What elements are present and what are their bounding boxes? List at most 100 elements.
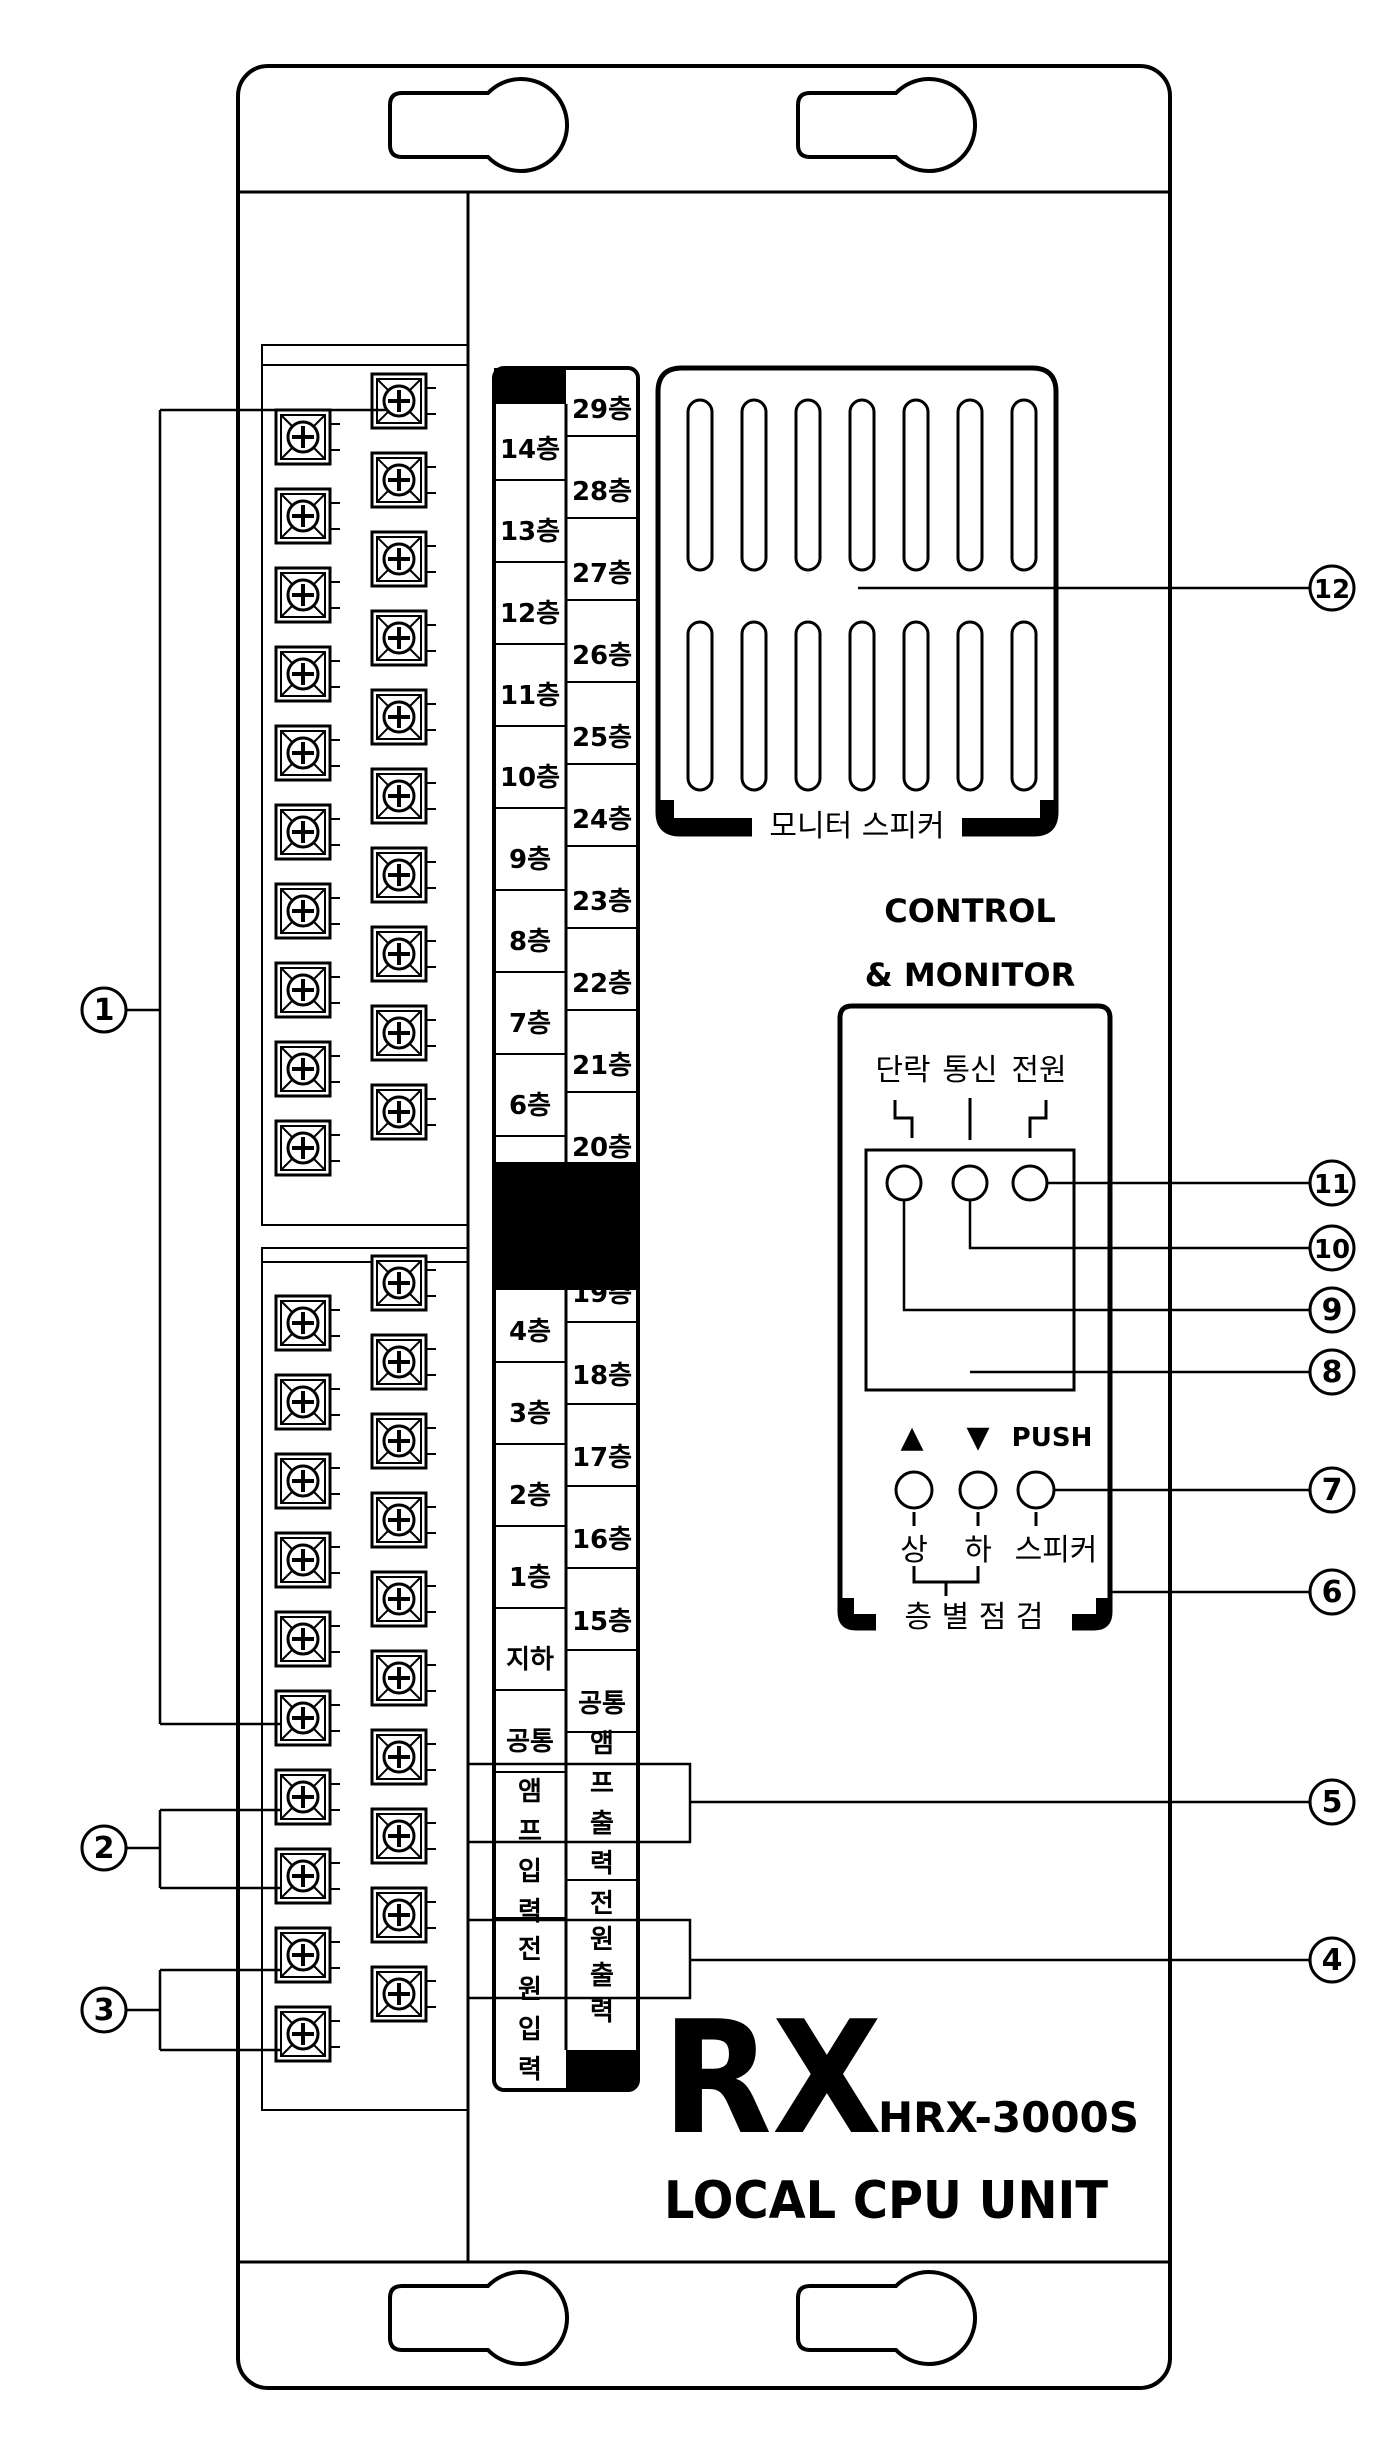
svg-text:10: 10 bbox=[1314, 1235, 1350, 1265]
screw-terminal bbox=[274, 1040, 340, 1098]
screw-terminal bbox=[274, 803, 340, 861]
callout-8: 8 bbox=[1308, 1348, 1356, 1396]
floor-label-left: 1층 bbox=[509, 1563, 551, 1593]
floor-label-right: 17층 bbox=[572, 1443, 632, 1473]
speaker-slot bbox=[740, 398, 768, 572]
floor-label-left: 5층 bbox=[509, 1173, 551, 1203]
unit-name: LOCAL CPU UNIT bbox=[664, 2171, 1108, 2231]
screw-terminal bbox=[370, 451, 436, 509]
callout-leaders bbox=[124, 408, 1312, 2052]
floor-label-right: 19층 bbox=[572, 1279, 632, 1309]
screw-terminal bbox=[370, 1728, 436, 1786]
button-label-up: 상 bbox=[900, 1533, 928, 1568]
screw-terminal bbox=[274, 1689, 340, 1747]
terminal-block-lower bbox=[261, 1247, 469, 2111]
label-strip bbox=[492, 366, 640, 2092]
button-label-speaker: 스피커 bbox=[1015, 1533, 1098, 1568]
speaker-slot bbox=[902, 398, 930, 572]
power-output-label: 전 bbox=[590, 1889, 614, 1919]
led-marker-power bbox=[1028, 1100, 1048, 1138]
screw-terminal bbox=[274, 724, 340, 782]
speaker-slot bbox=[1010, 398, 1038, 572]
floor-label-left: 12층 bbox=[500, 599, 560, 629]
svg-text:4: 4 bbox=[1322, 1943, 1343, 1978]
amp-input-label: 력 bbox=[518, 1897, 542, 1927]
control-panel: 층 별 점 검 단락 통신 전원 ▲ ▼ PUSH 상 하 스피커 bbox=[837, 1003, 1113, 1635]
screw-terminal bbox=[370, 372, 436, 430]
floor-label-right: 24층 bbox=[572, 805, 632, 835]
led-power bbox=[1011, 1164, 1049, 1202]
power-input-label: 원 bbox=[518, 1975, 542, 2005]
power-input-label: 입 bbox=[518, 2015, 542, 2045]
mount-hole-bottom-left bbox=[388, 2270, 569, 2366]
callout-6: 6 bbox=[1308, 1568, 1356, 1616]
screw-terminals bbox=[274, 372, 436, 2063]
speaker-slot bbox=[686, 398, 714, 572]
led-comm bbox=[951, 1164, 989, 1202]
floor-label-right: 공통 bbox=[578, 1689, 626, 1719]
floor-label-left: 7층 bbox=[509, 1009, 551, 1039]
power-output-label: 력 bbox=[590, 1997, 614, 2027]
push-label: PUSH bbox=[1012, 1423, 1093, 1453]
model-number: HRX-3000S bbox=[878, 2093, 1139, 2142]
callout-12: 12 bbox=[1308, 564, 1356, 612]
screw-terminal bbox=[370, 688, 436, 746]
speaker-slot bbox=[686, 620, 714, 792]
mount-hole-top-right bbox=[796, 77, 977, 173]
svg-text:11: 11 bbox=[1314, 1170, 1350, 1200]
screw-terminal bbox=[274, 961, 340, 1019]
callout-5: 5 bbox=[1308, 1778, 1356, 1826]
floor-label-left: 3층 bbox=[509, 1399, 551, 1429]
callout-4: 4 bbox=[1308, 1936, 1356, 1984]
floor-labels: 29층28층27층26층25층24층23층22층21층20층14층13층12층1… bbox=[494, 395, 638, 2085]
screw-terminal bbox=[370, 767, 436, 825]
mount-hole-bottom-right bbox=[796, 2270, 977, 2366]
control-title-line1: CONTROL bbox=[884, 892, 1056, 930]
led-label-short: 단락 bbox=[875, 1053, 930, 1088]
speaker-button[interactable] bbox=[1016, 1470, 1056, 1510]
floor-label-right: 29층 bbox=[572, 395, 632, 425]
screw-terminal bbox=[274, 1847, 340, 1905]
power-input-label: 력 bbox=[518, 2055, 542, 2085]
arrow-down-icon: ▼ bbox=[966, 1420, 989, 1455]
amp-input-label: 입 bbox=[518, 1857, 542, 1887]
callout-3: 3 bbox=[80, 1986, 128, 2034]
floor-label-right: 27층 bbox=[572, 559, 632, 589]
screw-terminal bbox=[370, 1083, 436, 1141]
mount-hole-top-left bbox=[388, 77, 569, 173]
power-input-label: 전 bbox=[518, 1935, 542, 1965]
floor-label-left: 지하 bbox=[506, 1645, 554, 1675]
led-label-power: 전원 bbox=[1011, 1053, 1066, 1088]
screw-terminal bbox=[274, 1926, 340, 1984]
svg-text:6: 6 bbox=[1322, 1575, 1343, 1610]
screw-terminal bbox=[274, 645, 340, 703]
screw-terminal bbox=[274, 1452, 340, 1510]
floor-label-left: 6층 bbox=[509, 1091, 551, 1121]
speaker-slot bbox=[1010, 620, 1038, 792]
arrow-up-icon: ▲ bbox=[900, 1420, 923, 1455]
power-output-label: 원 bbox=[590, 1925, 614, 1955]
led-short bbox=[885, 1164, 923, 1202]
brand-logo: RX bbox=[662, 1987, 882, 2169]
callout-7: 7 bbox=[1308, 1466, 1356, 1514]
floor-label-left: 4층 bbox=[509, 1317, 551, 1347]
screw-terminal bbox=[274, 2005, 340, 2063]
screw-terminal bbox=[370, 925, 436, 983]
screw-terminal bbox=[370, 609, 436, 667]
up-button[interactable] bbox=[894, 1470, 934, 1510]
floor-label-right: 18층 bbox=[572, 1361, 632, 1391]
led-marker-short bbox=[893, 1100, 914, 1138]
button-label-down: 하 bbox=[964, 1533, 992, 1568]
svg-text:5: 5 bbox=[1322, 1785, 1343, 1820]
speaker-slot bbox=[794, 398, 822, 572]
callout-9: 9 bbox=[1308, 1286, 1356, 1334]
floor-label-right: 23층 bbox=[572, 887, 632, 917]
terminal-block-upper bbox=[261, 344, 469, 1226]
screw-terminal bbox=[370, 1412, 436, 1470]
callout-11: 11 bbox=[1308, 1159, 1356, 1207]
screw-terminal bbox=[274, 1294, 340, 1352]
screw-terminal bbox=[370, 1254, 436, 1312]
screw-terminal bbox=[370, 1491, 436, 1549]
speaker-slot bbox=[848, 620, 876, 792]
down-button[interactable] bbox=[958, 1470, 998, 1510]
